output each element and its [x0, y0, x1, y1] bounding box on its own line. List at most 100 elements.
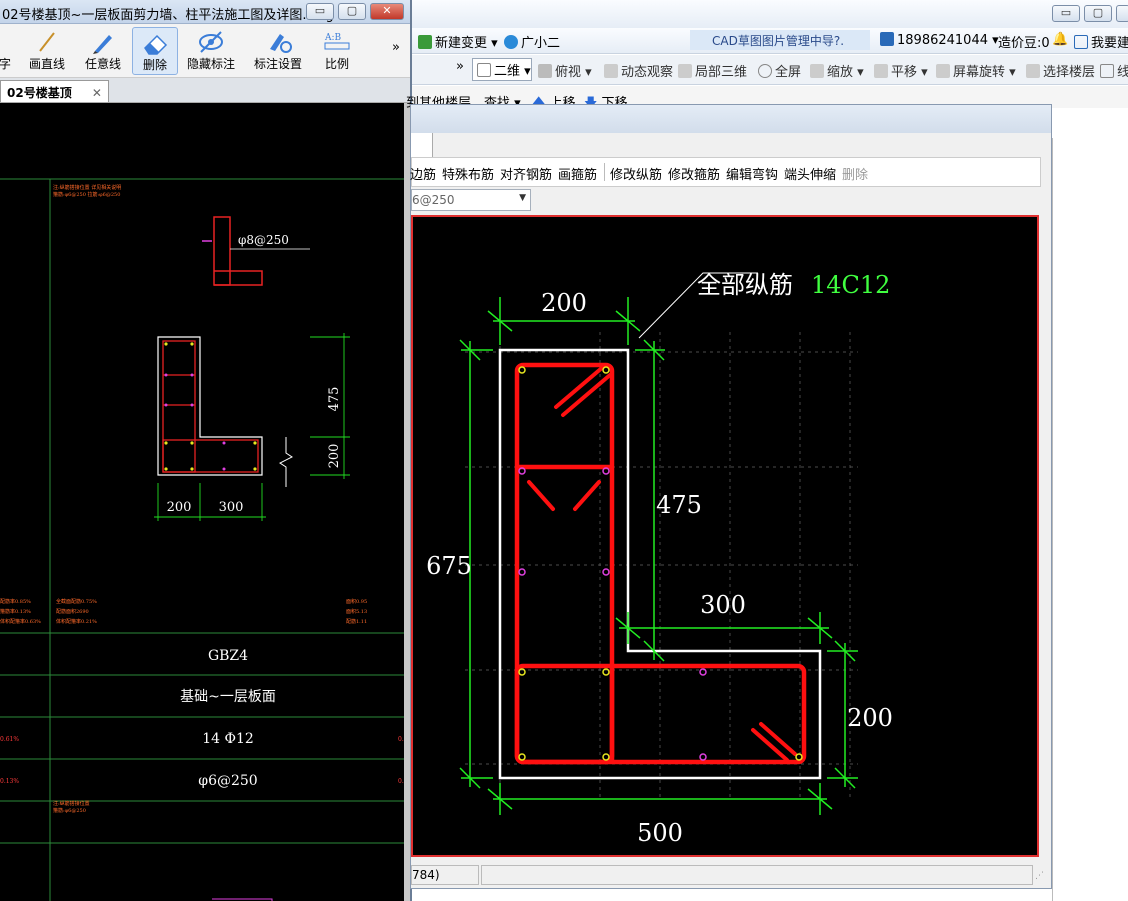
text-icon — [0, 29, 14, 55]
user-icon — [880, 32, 894, 46]
tool-delete-disabled[interactable]: 删除 — [842, 168, 869, 183]
background-panel — [1052, 138, 1128, 901]
zoom-button[interactable]: 缩放 ▾ — [810, 61, 864, 80]
2d-icon — [477, 63, 491, 77]
dialog-tab[interactable] — [411, 133, 433, 157]
user-account[interactable]: 18986241044 ▾ — [880, 32, 999, 48]
select-floor-button[interactable]: 选择楼层 — [1026, 61, 1095, 80]
rotate-icon — [936, 64, 950, 78]
dialog-titlebar[interactable] — [411, 105, 1051, 133]
dialog-toolbar: 边筋 特殊布筋 对齐钢筋 画箍筋 修改纵筋 修改箍筋 编辑弯钩 端头伸缩 删除 — [410, 157, 1041, 187]
tool-freehand[interactable]: 任意线 — [78, 27, 128, 75]
local-3d-button[interactable]: 局部三维 — [678, 61, 747, 80]
status-field — [481, 865, 1033, 885]
settings-gear-icon — [270, 34, 292, 53]
want-build-link[interactable]: 我要建 — [1074, 32, 1128, 51]
svg-text:全截面配筋0.75%: 全截面配筋0.75% — [56, 598, 97, 605]
section-canvas-frame: 全部纵筋 14C12 200 475 675 300 200 500 — [411, 215, 1039, 857]
screen-rotate-button[interactable]: 屏幕旋转 ▾ — [936, 61, 1016, 80]
dim-475: 475 — [656, 491, 702, 519]
svg-text:配筋面积2690: 配筋面积2690 — [56, 608, 89, 615]
document-tab[interactable]: 02号楼基顶 ✕ — [0, 80, 109, 102]
new-change-menu[interactable]: 新建变更 ▾ — [418, 32, 498, 51]
cad-viewer-window: 02号楼基顶~一层板面剪力墙、柱平法施工图及详图.dwg ▭ ▢ ✕ 字 画直线… — [0, 0, 410, 901]
tool-align-bars[interactable]: 对齐钢筋 — [500, 168, 553, 183]
close-button[interactable]: ✕ — [370, 3, 404, 20]
app-menu-bar: 新建变更 ▾ 广小二 CAD草图图片管理中导?. 18986241044 ▾ 造… — [412, 28, 1128, 54]
svg-text:面积0.95: 面积0.95 — [346, 598, 367, 605]
tool-delete[interactable]: 删除 — [132, 27, 178, 75]
orbit-icon — [604, 64, 618, 78]
tool-text[interactable]: 字 — [0, 27, 14, 75]
view-mode-select[interactable]: 二维 ▾ — [472, 58, 532, 81]
cad-window-titlebar[interactable]: 02号楼基顶~一层板面剪力墙、柱平法施工图及详图.dwg ▭ ▢ ✕ — [0, 0, 410, 24]
tool-draw-line[interactable]: 画直线 — [22, 27, 72, 75]
dim-500: 500 — [637, 819, 683, 847]
column-name: GBZ4 — [208, 648, 248, 664]
fullscreen-button[interactable]: 全屏 — [758, 61, 801, 80]
section-canvas[interactable]: 全部纵筋 14C12 200 475 675 300 200 500 — [413, 217, 1037, 855]
svg-text:体积配箍率0.63%: 体积配箍率0.63% — [0, 618, 41, 625]
cad-banner[interactable]: CAD草图图片管理中导?. — [690, 30, 870, 50]
freehand-icon — [93, 35, 112, 54]
assistant-button[interactable]: 广小二 — [504, 32, 560, 51]
dynamic-orbit-button[interactable]: 动态观察 — [604, 61, 673, 80]
left-dim-200-bottom: 200 — [167, 500, 192, 515]
cad-drawing-canvas[interactable]: 注:纵筋搭接位置 详见相关说明 箍筋:φ6@250 拉筋:φ6@250 配筋率0… — [0, 103, 404, 901]
svg-text:配筋1.11: 配筋1.11 — [346, 618, 367, 625]
tool-end-stretch[interactable]: 端头伸缩 — [784, 168, 837, 183]
tool-edit-longitudinal[interactable]: 修改纵筋 — [610, 168, 663, 183]
tab-close-icon[interactable]: ✕ — [91, 86, 102, 100]
notification-bell-icon[interactable]: 🔔 — [1052, 32, 1069, 47]
resize-grip-icon[interactable]: ⋰ — [1035, 871, 1044, 881]
app-maximize-button[interactable]: ▢ — [1084, 5, 1112, 22]
column-longitudinal: 14 Φ12 — [202, 731, 254, 747]
tool-hide-dimension[interactable]: 隐藏标注 — [184, 27, 238, 75]
top-view-button[interactable]: 俯视 ▾ — [538, 61, 592, 80]
left-dim-200-right: 200 — [327, 444, 342, 469]
line-button[interactable]: 线 — [1100, 61, 1128, 80]
left-dim-300: 300 — [219, 500, 244, 515]
tool-scale[interactable]: A:B 比例 — [318, 27, 356, 75]
pan-icon — [874, 64, 888, 78]
toolbar-overflow-button[interactable]: » — [392, 40, 400, 55]
stirrup-note: φ8@250 — [238, 233, 289, 247]
view-overflow-button[interactable]: » — [456, 59, 464, 74]
stirrup-spec-select[interactable]: 6@250 ▼ — [411, 189, 531, 211]
line-icon — [39, 32, 55, 52]
minimize-button[interactable]: ▭ — [306, 3, 334, 20]
app-minimize-button[interactable]: ▭ — [1052, 5, 1080, 22]
tool-special-layout[interactable]: 特殊布筋 — [442, 168, 495, 183]
tool-dimension-settings[interactable]: 标注设置 — [250, 27, 306, 75]
tool-edge-bar[interactable]: 边筋 — [410, 168, 437, 183]
app-titlebar: ▭ ▢ — [412, 0, 1128, 28]
svg-text:注:纵筋搭接位置 详见相关说明: 注:纵筋搭接位置 详见相关说明 — [53, 184, 121, 191]
new-change-icon — [418, 35, 432, 49]
note-ratio-b: 0.13% — [0, 778, 19, 785]
dialog-statusbar: 784) ⋰ — [411, 859, 1051, 885]
hide-eye-icon — [199, 31, 223, 53]
chevron-down-icon: ▼ — [519, 193, 526, 203]
svg-text:面积5.13: 面积5.13 — [346, 608, 367, 615]
beans-count: 造价豆:0 — [998, 36, 1050, 51]
cad-scrollbar[interactable] — [404, 103, 410, 901]
status-coordinates: 784) — [411, 865, 479, 885]
svg-text:0.0: 0.0 — [398, 736, 404, 743]
tool-draw-stirrup[interactable]: 画箍筋 — [558, 168, 598, 183]
app-close-button[interactable] — [1116, 5, 1128, 22]
line-tool-icon — [1100, 64, 1114, 78]
fullscreen-icon — [758, 64, 772, 78]
dim-675: 675 — [426, 552, 472, 580]
local-3d-icon — [678, 64, 692, 78]
svg-text:箍筋:φ6@250 拉筋:φ6@250: 箍筋:φ6@250 拉筋:φ6@250 — [53, 191, 120, 198]
left-dim-475: 475 — [327, 387, 342, 412]
maximize-button[interactable]: ▢ — [338, 3, 366, 20]
column-range: 基础~一层板面 — [180, 688, 276, 705]
tool-edit-stirrup[interactable]: 修改箍筋 — [668, 168, 721, 183]
pan-button[interactable]: 平移 ▾ — [874, 61, 928, 80]
svg-text:箍筋率0.13%: 箍筋率0.13% — [0, 608, 31, 615]
assistant-icon — [504, 35, 518, 49]
dim-300: 300 — [700, 591, 746, 619]
svg-text:配筋率0.85%: 配筋率0.85% — [0, 598, 31, 605]
tool-edit-hook[interactable]: 编辑弯钩 — [726, 168, 779, 183]
